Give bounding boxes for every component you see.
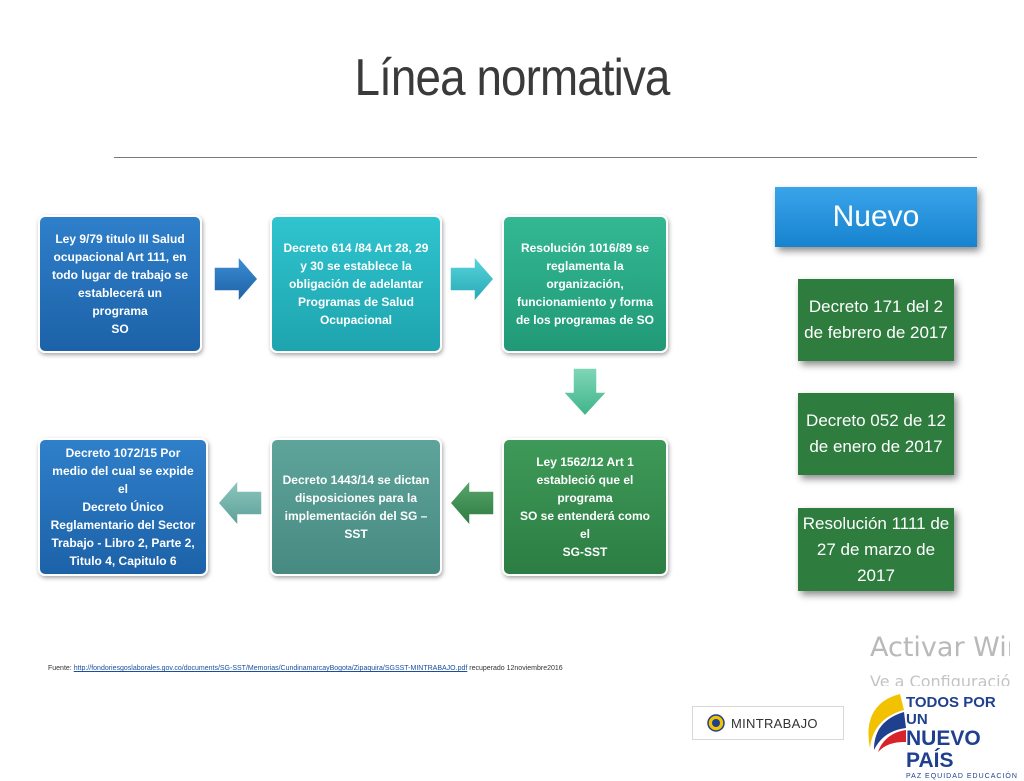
nuevo-item-decreto-052: Decreto 052 de 12 de enero de 2017 bbox=[798, 393, 954, 475]
arrow-right-icon bbox=[449, 254, 495, 304]
flow-box-line: Trabajo - Libro 2, Parte 2, bbox=[51, 536, 195, 550]
flow-box-line: Resolución 1016/89 se bbox=[520, 241, 650, 255]
title-divider bbox=[114, 157, 977, 158]
arrow-left-icon bbox=[217, 478, 263, 528]
flow-box-line: SO se entenderá como el bbox=[519, 509, 651, 541]
nuevo-item-line: de febrero de 2017 bbox=[804, 323, 948, 342]
todos-por-un-nuevo-pais-logo: TODOS POR UN NUEVO PAÍS PAZ EQUIDAD EDUC… bbox=[860, 690, 1020, 780]
nuevo-item-resolucion-1111: Resolución 1111 de 27 de marzo de 2017 bbox=[798, 508, 954, 591]
activation-watermark-sub: Ve a Configuración bbox=[870, 672, 1010, 686]
arrow-left-icon bbox=[449, 478, 495, 528]
tpun-line3: PAZ EQUIDAD EDUCACIÓN bbox=[906, 773, 1018, 780]
flow-box-line: Decreto Único bbox=[82, 500, 164, 514]
nuevo-item-line: de enero de 2017 bbox=[809, 437, 943, 456]
source-label: Fuente: bbox=[48, 665, 72, 672]
tpun-flag-icon bbox=[868, 694, 906, 752]
source-footnote: Fuente: http://fondoriesgoslaborales.gov… bbox=[48, 665, 563, 672]
flow-box-resolucion-1016-89: Resolución 1016/89 se reglamenta la orga… bbox=[502, 215, 668, 353]
mintrabajo-logo: MINTRABAJO bbox=[692, 706, 844, 740]
flow-box-line: SST bbox=[344, 527, 368, 541]
flow-box-line: ocupacional Art 111, en bbox=[53, 250, 187, 264]
nuevo-item-line: 27 de marzo de bbox=[816, 539, 936, 559]
flow-box-line: Ley 9/79 titulo III Salud bbox=[55, 232, 185, 246]
flow-box-line: todo lugar de trabajo se bbox=[51, 268, 189, 282]
arrow-down-icon bbox=[561, 367, 609, 418]
flow-box-line: disposiciones para la bbox=[294, 491, 418, 505]
flow-box-line: Decreto 1072/15 Por bbox=[65, 446, 181, 460]
flow-box-line: de los programas de SO bbox=[515, 313, 655, 327]
flow-box-line: medio del cual se expide el bbox=[52, 464, 194, 496]
mintrabajo-text: MINTRABAJO bbox=[731, 715, 818, 731]
flow-box-line: y 30 se establece la bbox=[300, 259, 412, 273]
flow-box-line: Decreto 614 /84 Art 28, 29 bbox=[283, 241, 429, 255]
flow-box-decreto-1072-15: Decreto 1072/15 Por medio del cual se ex… bbox=[38, 438, 208, 576]
tpun-line1: TODOS POR UN bbox=[906, 694, 996, 728]
slide-title: Línea normativa bbox=[354, 49, 671, 107]
flow-box-decreto-1443-14: Decreto 1443/14 se dictan disposiciones … bbox=[270, 438, 442, 576]
flow-box-line: Programas de Salud bbox=[297, 295, 415, 309]
flow-box-line: SO bbox=[111, 322, 129, 336]
flow-box-line: funcionamiento y forma bbox=[516, 295, 653, 309]
nuevo-header: Nuevo bbox=[775, 187, 977, 247]
flow-box-line: implementación del SG – bbox=[284, 509, 428, 523]
source-suffix: recuperado 12noviembre2016 bbox=[469, 665, 563, 672]
flow-box-line: Ley 1562/12 Art 1 bbox=[536, 455, 634, 469]
activation-watermark: Activar Windows bbox=[870, 632, 1010, 663]
nuevo-item-line: Resolución 1111 de bbox=[802, 513, 950, 533]
flow-box-decreto-614-84: Decreto 614 /84 Art 28, 29 y 30 se estab… bbox=[270, 215, 442, 353]
arrow-right-icon bbox=[213, 254, 259, 304]
mintrabajo-seal-icon bbox=[707, 714, 725, 732]
flow-box-ley-9-79: Ley 9/79 titulo III Salud ocupacional Ar… bbox=[38, 215, 202, 353]
flow-box-line: Decreto 1443/14 se dictan bbox=[282, 473, 430, 487]
flow-box-line: estableció que el programa bbox=[536, 473, 634, 505]
tpun-line2: NUEVO PAÍS bbox=[906, 727, 981, 772]
flow-box-line: reglamenta la organización, bbox=[546, 259, 624, 291]
flow-box-line: Reglamentario del Sector bbox=[50, 518, 196, 532]
nuevo-item-line: Decreto 052 de 12 bbox=[806, 411, 946, 430]
nuevo-item-decreto-171: Decreto 171 del 2 de febrero de 2017 bbox=[798, 279, 954, 361]
flow-box-line: Ocupacional bbox=[319, 313, 392, 327]
nuevo-item-line: 2017 bbox=[857, 565, 895, 585]
flow-box-line: establecerá un programa bbox=[77, 286, 163, 318]
flow-box-line: SG-SST bbox=[562, 545, 608, 559]
source-link[interactable]: http://fondoriesgoslaborales.gov.co/docu… bbox=[73, 665, 468, 672]
flow-box-line: Titulo 4, Capitulo 6 bbox=[69, 554, 177, 568]
nuevo-item-line: Decreto 171 del 2 bbox=[808, 297, 944, 316]
flow-box-ley-1562-12: Ley 1562/12 Art 1 estableció que el prog… bbox=[502, 438, 668, 576]
flow-box-line: obligación de adelantar bbox=[288, 277, 423, 291]
